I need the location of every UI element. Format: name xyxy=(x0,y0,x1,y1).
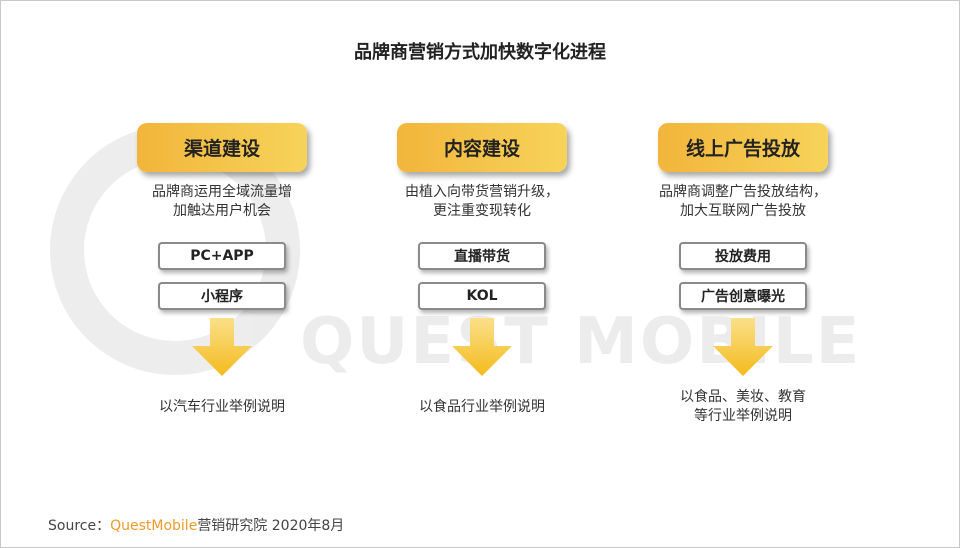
column-note: 以食品行业举例说明 xyxy=(419,399,545,415)
down-arrow-icon xyxy=(713,318,773,376)
tag: KOL xyxy=(418,282,546,310)
down-arrow-icon xyxy=(452,318,512,376)
page-title: 品牌商营销方式加快数字化进程 xyxy=(354,42,606,63)
tag: 小程序 xyxy=(158,282,286,310)
source-brand: QuestMobile xyxy=(110,518,198,534)
column-description: 品牌商运用全域流量增加触达用户机会 xyxy=(152,184,292,219)
column-note: 以食品、美妆、教育等行业举例说明 xyxy=(680,389,806,424)
watermark-logo: QUEST MOBILE xyxy=(50,105,930,405)
column-description: 品牌商调整广告投放结构，加大互联网广告投放 xyxy=(659,184,827,219)
column-heading: 渠道建设 xyxy=(137,123,307,172)
tag: 直播带货 xyxy=(418,242,546,270)
column-description: 由植入向带货营销升级，更注重变现转化 xyxy=(405,184,559,219)
tag: 投放费用 xyxy=(679,242,807,270)
column-heading: 内容建设 xyxy=(397,123,567,172)
tag: 广告创意曝光 xyxy=(679,282,807,310)
column-heading: 线上广告投放 xyxy=(658,123,828,172)
watermark-text: QUEST MOBILE xyxy=(300,305,862,379)
column-note: 以汽车行业举例说明 xyxy=(159,399,285,415)
tag: PC+APP xyxy=(158,242,286,270)
down-arrow-icon xyxy=(192,318,252,376)
source-line: Source：QuestMobile营销研究院 2020年8月 xyxy=(48,518,345,534)
